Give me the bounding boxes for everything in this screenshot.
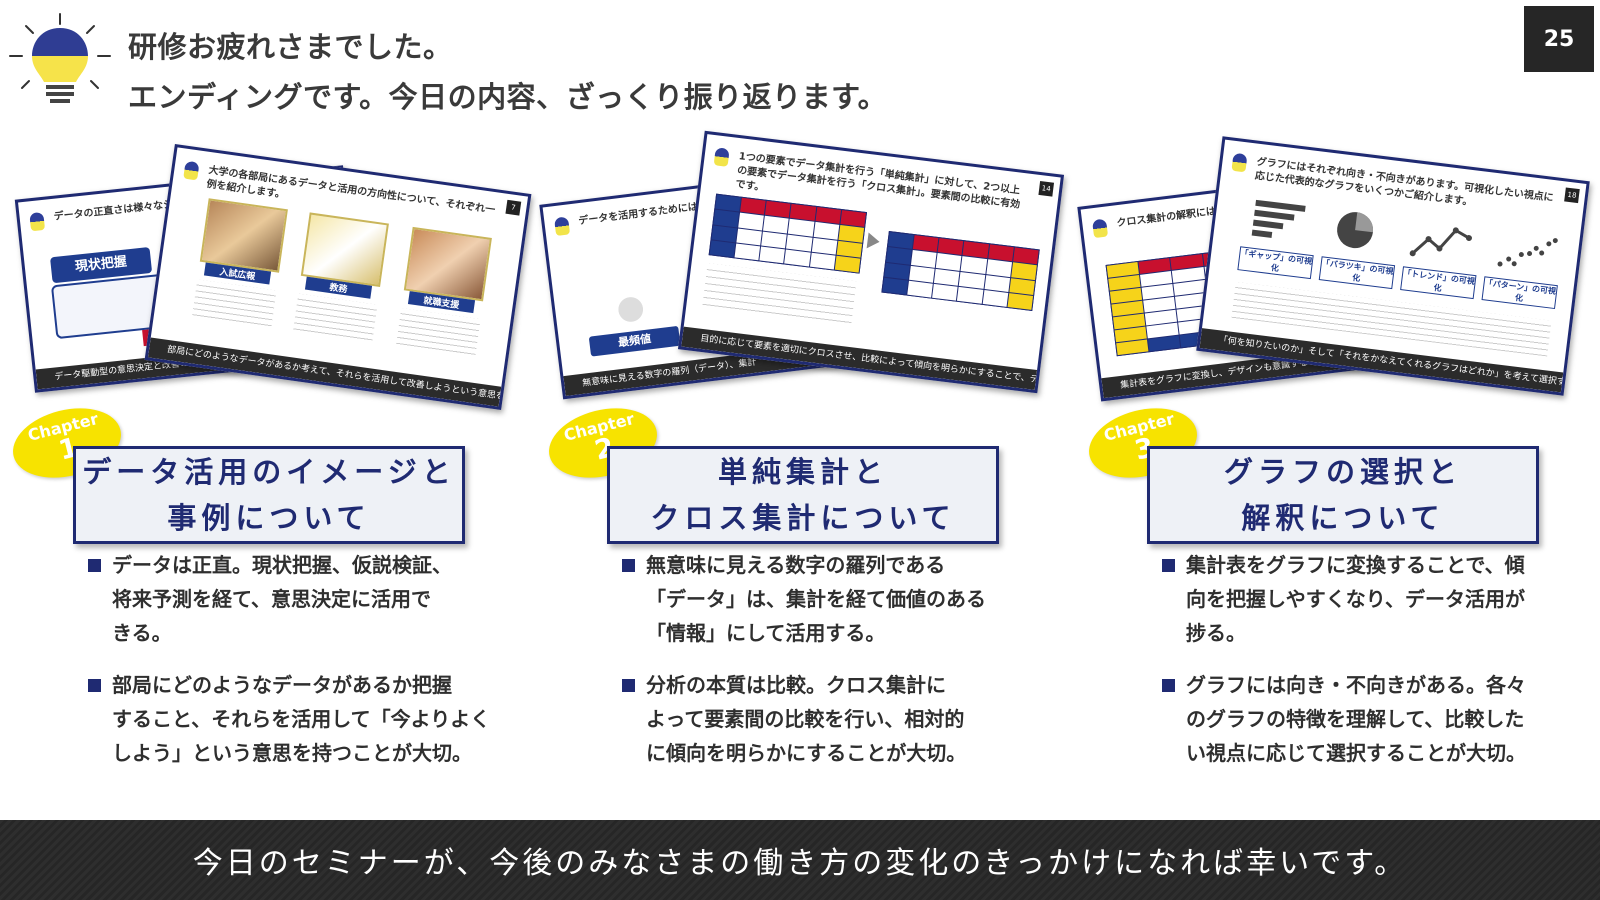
bullet-item: 無意味に見える数字の羅列である 「データ」は、集計を経て価値のある 「情報」にし…	[622, 548, 986, 650]
bullet-square-icon	[622, 679, 635, 692]
bulb-icon	[554, 216, 571, 237]
scatter-chart-icon	[1497, 238, 1558, 267]
chapter-title-line1: 単純集計と	[717, 455, 888, 489]
bullet-square-icon	[1162, 559, 1175, 572]
cross-table	[708, 193, 868, 274]
bullet-line: しよう」という意思を持つことが大切。	[112, 741, 472, 765]
chapter-title-line2: 事例について	[167, 501, 371, 535]
line-chart-icon	[1409, 227, 1472, 257]
page-number: 25	[1524, 6, 1594, 72]
chapter-title-line1: データ活用のイメージと	[82, 455, 456, 489]
cat-photo	[403, 226, 492, 302]
slide-thumbnails: データの正直さは様々なシーンに活用できます。 現状把握 データ駆動型の意思決定と…	[0, 0, 1600, 430]
thumbnail-number: 18	[1564, 187, 1580, 204]
bullet-line: 「情報」にして活用する。	[646, 621, 886, 645]
bullet-square-icon	[1162, 679, 1175, 692]
bullet-line: 集計表をグラフに変換することで、傾	[1186, 553, 1525, 577]
bullet-line: よって要素間の比較を行い、相対的	[646, 707, 965, 731]
thumbnail-label: 「トレンド」の可視化	[1400, 266, 1477, 300]
pie-chart-icon	[1337, 212, 1374, 249]
thumbnail-label: 「バラツキ」の可視化	[1318, 256, 1396, 290]
cat-photo	[300, 212, 389, 287]
bullet-item: 分析の本質は比較。クロス集計に よって要素間の比較を行い、相対的 に傾向を明らか…	[622, 668, 986, 770]
bullet-square-icon	[88, 559, 101, 572]
chapter-title-box: グラフの選択と 解釈について	[1147, 446, 1539, 544]
bullet-item: データは正直。現状把握、仮説検証、 将来予測を経て、意思決定に活用で きる。	[88, 548, 490, 650]
thumbnail-front-3: 18 グラフにはそれぞれ向き・不向きがあります。可視化したい視点に応じた代表的な…	[1196, 136, 1590, 396]
chapter-title-box: 単純集計と クロス集計について	[607, 446, 999, 544]
chapter-title-line2: 解釈について	[1241, 501, 1445, 535]
bullet-square-icon	[622, 559, 635, 572]
footer-message: 今日のセミナーが、今後のみなさまの働き方の変化のきっかけになれば幸いです。	[192, 846, 1408, 881]
bullet-line: い視点に応じて選択することが大切。	[1186, 741, 1526, 765]
lightbulb-icon	[9, 13, 111, 103]
bullet-square-icon	[88, 679, 101, 692]
bullet-line: きる。	[112, 621, 172, 645]
bullet-line: 向を把握しやすくなり、データ活用が	[1186, 587, 1525, 611]
bar-chart-icon	[1251, 199, 1306, 238]
chapter-bullets: データは正直。現状把握、仮説検証、 将来予測を経て、意思決定に活用で きる。 部…	[88, 548, 490, 788]
chapter-2: Chapter 2 単純集計と クロス集計について 無意味に見える数字の羅列であ…	[541, 397, 1068, 770]
bullet-line: グラフには向き・不向きがある。各々	[1186, 673, 1526, 697]
bullet-line: 部局にどのようなデータがあるか把握	[112, 673, 452, 697]
thumbnail-front-2: 14 1つの要素でデータ集計を行う「単純集計」に対して、2つ以上の要素でデータ集…	[677, 130, 1065, 394]
cross-table	[881, 230, 1040, 312]
title-line-2: エンディングです。今日の内容、ざっくり振り返ります。	[128, 80, 888, 114]
bullet-line: すること、それらを活用して「今よりよく	[112, 707, 491, 731]
bullet-line: 無意味に見える数字の羅列である	[646, 553, 946, 577]
cat-photo	[199, 198, 288, 273]
bulb-icon	[29, 211, 46, 232]
thumbnail-label: 「パターン」の可視化	[1481, 276, 1558, 310]
chapter-title-box: データ活用のイメージと 事例について	[73, 446, 465, 544]
bulb-icon	[1231, 152, 1248, 173]
bullet-item: 部局にどのようなデータがあるか把握 すること、それらを活用して「今よりよく しよ…	[88, 668, 490, 770]
chapter-3: Chapter 3 グラフの選択と 解釈について 集計表をグラフに変換することで…	[1081, 397, 1600, 770]
bullet-line: 捗る。	[1186, 621, 1246, 645]
title-line-1: 研修お疲れさまでした。	[128, 30, 453, 64]
thumbnail-label: 「ギャップ」の可視化	[1237, 246, 1314, 280]
chapter-bullets: 集計表をグラフに変換することで、傾 向を把握しやすくなり、データ活用が 捗る。 …	[1162, 548, 1526, 788]
chapter-title-line1: グラフの選択と	[1223, 455, 1462, 489]
bullet-line: に傾向を明らかにすることが大切。	[646, 741, 967, 765]
footer-banner: 今日のセミナーが、今後のみなさまの働き方の変化のきっかけになれば幸いです。	[0, 820, 1600, 900]
thumbnail-number: 7	[505, 199, 522, 216]
bulb-icon	[183, 160, 200, 181]
bullet-item: グラフには向き・不向きがある。各々 のグラフの特徴を理解して、比較した い視点に…	[1162, 668, 1526, 770]
chapter-title-line2: クロス集計について	[650, 501, 956, 535]
thumbnail-number: 14	[1038, 181, 1055, 197]
chapter-1: Chapter 1 データ活用のイメージと 事例について データは正直。現状把握…	[5, 397, 532, 770]
bullet-line: のグラフの特徴を理解して、比較した	[1186, 707, 1525, 731]
bullet-line: データは正直。現状把握、仮説検証、	[112, 553, 452, 577]
bullet-line: 分析の本質は比較。クロス集計に	[646, 673, 946, 697]
bullet-line: 「データ」は、集計を経て価値のある	[646, 587, 986, 611]
bullet-line: 将来予測を経て、意思決定に活用で	[112, 587, 431, 611]
bulb-icon	[713, 147, 730, 167]
bulb-icon	[1092, 218, 1109, 239]
chapter-bullets: 無意味に見える数字の羅列である 「データ」は、集計を経て価値のある 「情報」にし…	[622, 548, 986, 788]
bullet-item: 集計表をグラフに変換することで、傾 向を把握しやすくなり、データ活用が 捗る。	[1162, 548, 1526, 650]
